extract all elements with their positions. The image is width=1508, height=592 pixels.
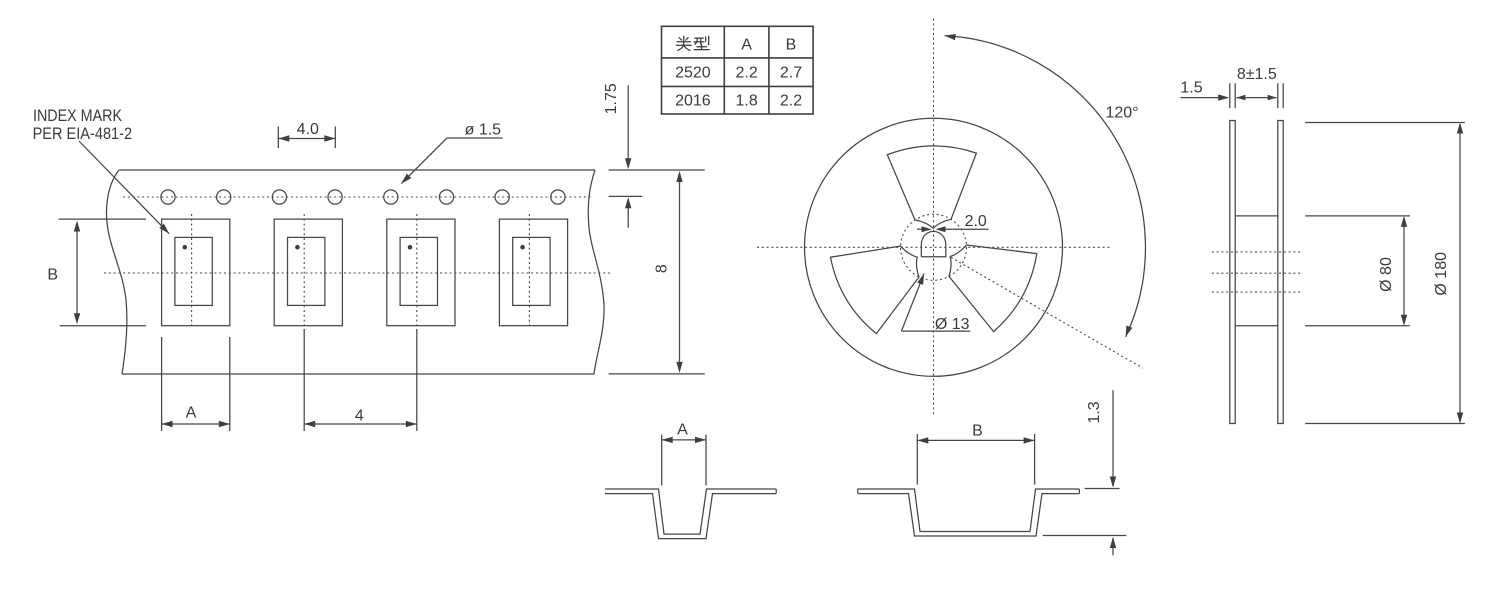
svg-text:B: B: [972, 423, 983, 440]
svg-text:2.2: 2.2: [735, 65, 757, 82]
svg-text:1.5: 1.5: [1180, 80, 1202, 97]
svg-text:2.2: 2.2: [780, 93, 802, 110]
svg-text:Ø 180: Ø 180: [1433, 252, 1450, 296]
svg-text:A: A: [677, 422, 688, 439]
svg-text:B: B: [786, 36, 797, 53]
svg-text:Ø 80: Ø 80: [1378, 257, 1395, 292]
svg-text:4.0: 4.0: [297, 121, 319, 138]
svg-text:8: 8: [654, 264, 671, 273]
svg-text:PER EIA-481-2: PER EIA-481-2: [33, 124, 133, 143]
svg-text:2.0: 2.0: [965, 213, 987, 230]
svg-text:B: B: [47, 267, 58, 284]
svg-text:ø 1.5: ø 1.5: [465, 122, 502, 139]
svg-text:2016: 2016: [675, 93, 711, 110]
svg-text:4: 4: [355, 408, 364, 425]
svg-text:A: A: [741, 36, 752, 53]
svg-text:2520: 2520: [675, 65, 711, 82]
svg-text:2.7: 2.7: [780, 65, 802, 82]
svg-text:1.3: 1.3: [1086, 401, 1103, 423]
svg-text:8±1.5: 8±1.5: [1237, 66, 1277, 83]
svg-text:INDEX MARK: INDEX MARK: [33, 106, 123, 125]
svg-text:120°: 120°: [1105, 105, 1138, 122]
svg-text:1.75: 1.75: [603, 83, 620, 114]
svg-text:1.8: 1.8: [735, 93, 757, 110]
svg-text:Ø 13: Ø 13: [935, 316, 970, 333]
svg-text:A: A: [186, 405, 197, 422]
